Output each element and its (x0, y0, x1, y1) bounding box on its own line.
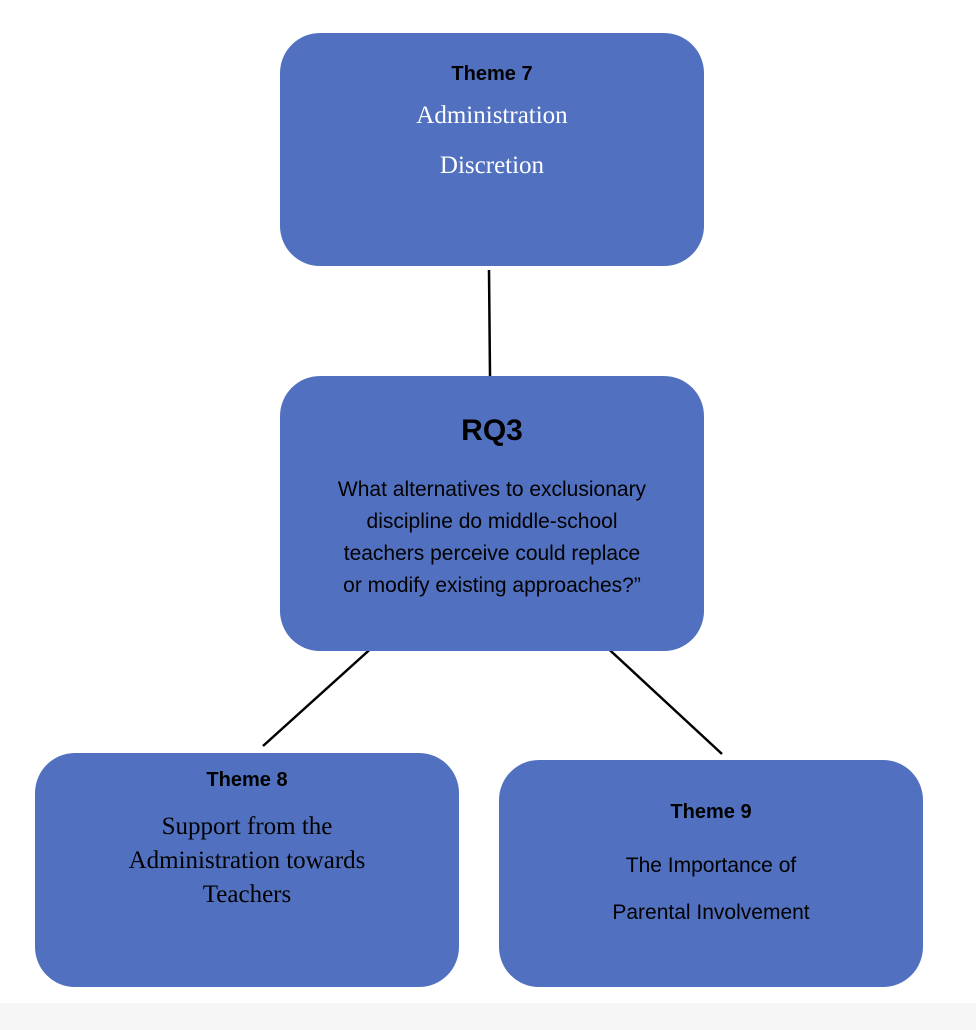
connector-rq3-theme8 (262, 643, 377, 747)
theme9-box: Theme 9 The Importance of Parental Invol… (499, 760, 923, 987)
theme9-line-2: Parental Involvement (612, 901, 810, 924)
theme9-line-1: The Importance of (625, 854, 797, 877)
connector-theme7-rq3 (487, 269, 492, 377)
theme8-box: Theme 8 Support from the Administration … (35, 753, 459, 987)
rq3-title: RQ3 (461, 414, 523, 447)
rq3-question: What alternatives to exclusionary discip… (280, 474, 704, 602)
theme7-line-2: Discretion (439, 152, 545, 179)
rq3-question-line-3: teachers perceive could replace (343, 542, 641, 565)
theme8-line-3: Teachers (202, 881, 292, 908)
connector-rq3-theme9 (599, 640, 723, 755)
theme7-title: Theme 7 (451, 63, 533, 85)
theme8-title: Theme 8 (206, 769, 288, 791)
theme9-title: Theme 9 (670, 801, 752, 823)
bottom-strip (0, 1003, 976, 1030)
theme7-line-1: Administration (416, 102, 568, 129)
rq3-question-line-4: or modify existing approaches?” (343, 574, 641, 597)
theme7-box: Theme 7 Administration Discretion (280, 33, 704, 266)
theme8-line-2: Administration towards (128, 847, 366, 874)
rq3-question-line-2: discipline do middle-school (366, 510, 618, 533)
rq3-box: RQ3 What alternatives to exclusionary di… (280, 376, 704, 651)
rq3-question-line-1: What alternatives to exclusionary (337, 478, 647, 501)
theme8-body: Support from the Administration towards … (35, 810, 459, 912)
theme8-line-1: Support from the (161, 813, 333, 840)
